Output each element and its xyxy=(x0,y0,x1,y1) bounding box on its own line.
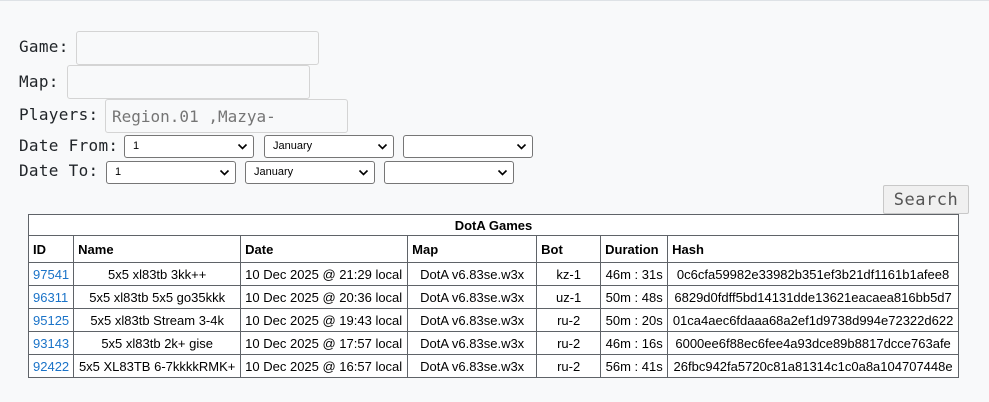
column-header-bot: Bot xyxy=(536,235,602,263)
table-row: 97541 5x5 xl83tb 3kk++ 10 Dec 2025 @ 21:… xyxy=(27,262,959,286)
game-map-cell: DotA v6.83se.w3x xyxy=(407,308,538,332)
game-label: Game: xyxy=(19,37,69,56)
chevron-down-icon xyxy=(497,169,508,176)
players-label: Players: xyxy=(19,105,99,124)
top-divider xyxy=(0,0,989,1)
search-button[interactable]: Search xyxy=(883,185,969,214)
game-duration-cell: 46m : 16s xyxy=(600,331,669,355)
games-table: DotA Games ID Name Date Map Bot Duration… xyxy=(27,214,959,378)
date-to-month-select[interactable]: January xyxy=(245,161,375,184)
game-name-cell: 5x5 XL83TB 6-7kkkkRMK+ xyxy=(73,354,242,378)
game-bot-cell: kz-1 xyxy=(536,262,602,286)
chevron-down-icon xyxy=(237,143,248,150)
game-hash-cell: 26fbc942fa5720c81a81314c1c0a8a104707448e xyxy=(667,354,959,378)
game-duration-cell: 50m : 20s xyxy=(600,308,669,332)
column-header-duration: Duration xyxy=(600,235,669,263)
table-row: 93143 5x5 xl83tb 2k+ gise 10 Dec 2025 @ … xyxy=(27,331,959,355)
game-map-cell: DotA v6.83se.w3x xyxy=(407,331,538,355)
game-name-cell: 5x5 xl83tb 5x5 go35kkk xyxy=(73,285,242,309)
game-id-link[interactable]: 92422 xyxy=(33,358,70,374)
game-date-cell: 10 Dec 2025 @ 16:57 local xyxy=(240,354,409,378)
date-from-label: Date From: xyxy=(19,136,119,155)
game-duration-cell: 56m : 41s xyxy=(600,354,669,378)
column-header-id: ID xyxy=(27,235,75,263)
chevron-down-icon xyxy=(377,143,388,150)
game-name-cell: 5x5 xl83tb 2k+ gise xyxy=(73,331,242,355)
game-date-cell: 10 Dec 2025 @ 17:57 local xyxy=(240,331,409,355)
date-from-month-value: January xyxy=(273,140,313,152)
players-input[interactable] xyxy=(105,99,348,133)
table-row: 92422 5x5 XL83TB 6-7kkkkRMK+ 10 Dec 2025… xyxy=(27,354,959,378)
game-id-cell: 95125 xyxy=(27,308,75,332)
game-id-link[interactable]: 96311 xyxy=(33,289,69,305)
chevron-down-icon xyxy=(516,143,527,150)
table-row: 95125 5x5 xl83tb Stream 3-4k 10 Dec 2025… xyxy=(27,308,959,332)
date-from-day-select[interactable]: 1 xyxy=(124,135,254,158)
column-header-hash: Hash xyxy=(667,235,959,263)
map-input[interactable] xyxy=(67,65,310,99)
date-from-year-select[interactable] xyxy=(403,135,533,158)
map-label: Map: xyxy=(19,72,59,91)
game-duration-cell: 46m : 31s xyxy=(600,262,669,286)
game-date-cell: 10 Dec 2025 @ 20:36 local xyxy=(240,285,409,309)
date-to-year-select[interactable] xyxy=(384,161,514,184)
date-to-label: Date To: xyxy=(19,161,99,180)
table-row: 96311 5x5 xl83tb 5x5 go35kkk 10 Dec 2025… xyxy=(27,285,959,309)
column-header-map: Map xyxy=(407,235,538,263)
game-id-link[interactable]: 93143 xyxy=(33,335,70,351)
game-name-cell: 5x5 xl83tb Stream 3-4k xyxy=(73,308,242,332)
game-id-cell: 96311 xyxy=(27,285,75,309)
game-name-cell: 5x5 xl83tb 3kk++ xyxy=(73,262,242,286)
game-date-cell: 10 Dec 2025 @ 21:29 local xyxy=(240,262,409,286)
date-from-day-value: 1 xyxy=(133,140,140,152)
game-id-link[interactable]: 97541 xyxy=(33,266,70,282)
chevron-down-icon xyxy=(219,169,230,176)
game-id-cell: 97541 xyxy=(27,262,75,286)
game-input[interactable] xyxy=(76,31,319,65)
date-from-month-select[interactable]: January xyxy=(264,135,394,158)
table-title: DotA Games xyxy=(28,214,959,236)
game-hash-cell: 6829d0fdff5bd14131dde13621eacaea816bb5d7 xyxy=(667,285,959,309)
column-header-date: Date xyxy=(240,235,409,263)
game-hash-cell: 6000ee6f88ec6fee4a93dce89b8817dcce763afe xyxy=(667,331,959,355)
game-map-cell: DotA v6.83se.w3x xyxy=(407,262,538,286)
game-map-cell: DotA v6.83se.w3x xyxy=(407,354,538,378)
date-to-day-select[interactable]: 1 xyxy=(106,161,236,184)
game-map-cell: DotA v6.83se.w3x xyxy=(407,285,538,309)
date-to-day-value: 1 xyxy=(115,166,122,178)
game-bot-cell: ru-2 xyxy=(536,308,602,332)
game-hash-cell: 01ca4aec6fdaaa68a2ef1d9738d994e72322d622 xyxy=(667,308,959,332)
game-date-cell: 10 Dec 2025 @ 19:43 local xyxy=(240,308,409,332)
chevron-down-icon xyxy=(358,169,369,176)
column-header-name: Name xyxy=(73,235,242,263)
game-duration-cell: 50m : 48s xyxy=(600,285,669,309)
game-bot-cell: uz-1 xyxy=(536,285,602,309)
date-to-month-value: January xyxy=(254,166,294,178)
game-bot-cell: ru-2 xyxy=(536,331,602,355)
game-bot-cell: ru-2 xyxy=(536,354,602,378)
game-id-cell: 93143 xyxy=(27,331,75,355)
game-hash-cell: 0c6cfa59982e33982b351ef3b21df1161b1afee8 xyxy=(667,262,959,286)
game-id-link[interactable]: 95125 xyxy=(33,312,70,328)
game-id-cell: 92422 xyxy=(27,354,75,378)
